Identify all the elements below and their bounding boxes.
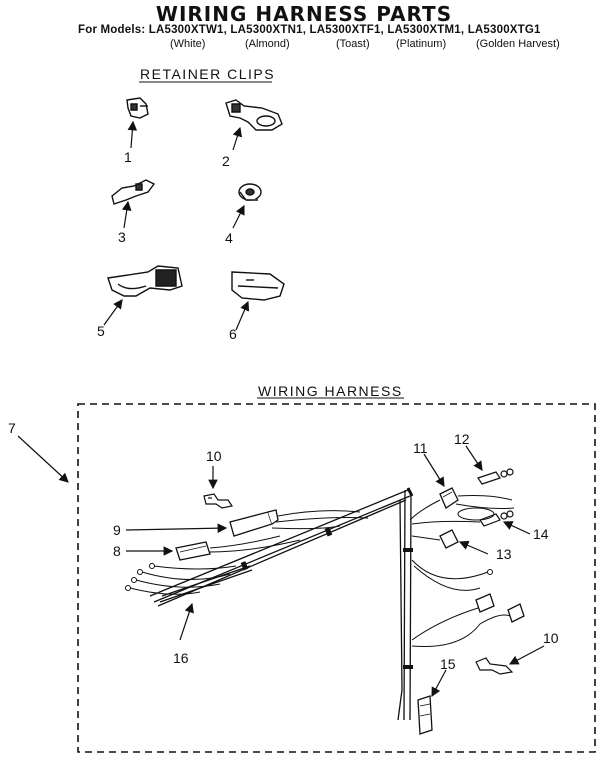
terminal-14 (479, 510, 514, 527)
leader-9 (125, 523, 228, 533)
terminal-14-wires (411, 507, 495, 525)
callout-8: 8 (113, 543, 121, 559)
models-line: For Models: LA5300XTW1, LA5300XTN1, LA53… (78, 24, 541, 36)
terminal-10-lower (475, 657, 514, 675)
retainer-clip-5 (107, 265, 183, 297)
cable-ties (240, 527, 413, 669)
retainer-clip-6 (231, 271, 285, 301)
callout-6: 6 (229, 326, 237, 342)
retainer-clip-4 (238, 183, 262, 201)
callout-16: 16 (173, 650, 189, 666)
connector-11-wires (409, 495, 515, 521)
connector-9 (229, 509, 279, 537)
callout-12: 12 (454, 431, 470, 447)
leader-clip-2 (232, 126, 243, 151)
leader-clip-6 (235, 300, 250, 331)
terminal-12 (477, 468, 514, 485)
connector-8-wires (209, 535, 301, 553)
callout-9: 9 (113, 522, 121, 538)
connector-9-wires (271, 510, 369, 530)
terminal-10-upper (203, 493, 233, 509)
callout-11: 11 (413, 440, 428, 456)
callout-1: 1 (124, 149, 132, 165)
callout-10-lower: 10 (543, 630, 559, 646)
harness-frame (77, 403, 596, 753)
callout-2: 2 (222, 153, 230, 169)
leader-14 (502, 521, 531, 535)
leader-clip-1 (127, 120, 138, 149)
harness-trunk (149, 487, 414, 721)
connector-right-lower (475, 593, 525, 623)
leader-11 (423, 453, 445, 488)
leader-12 (465, 445, 483, 471)
color-label-toast: (Toast) (336, 38, 370, 50)
callout-15: 15 (440, 656, 456, 672)
connector-13 (439, 529, 459, 549)
retainer-clip-1 (126, 97, 149, 119)
connector-15 (417, 695, 433, 735)
connector-11 (439, 487, 459, 509)
leader-clip-4 (232, 204, 245, 229)
connector-8 (175, 541, 211, 561)
callout-5: 5 (97, 323, 105, 339)
color-label-golden-harvest: (Golden Harvest) (476, 38, 560, 50)
leader-13 (458, 540, 489, 555)
page-title: WIRING HARNESS PARTS (155, 2, 453, 26)
callout-14: 14 (533, 526, 549, 542)
leader-10-lower (508, 645, 545, 665)
right-lower-wires (411, 607, 511, 648)
retainer-clips-heading: RETAINER CLIPS (140, 66, 276, 82)
leader-clip-3 (121, 200, 132, 229)
retainer-clip-3 (111, 179, 156, 205)
callout-7: 7 (8, 420, 16, 436)
leader-16 (179, 602, 194, 641)
color-label-almond: (Almond) (245, 38, 290, 50)
leader-15 (431, 669, 447, 698)
connector-13-wires (411, 535, 493, 591)
wiring-harness-heading: WIRING HARNESS (258, 383, 403, 399)
callout-3: 3 (118, 229, 126, 245)
color-label-platinum: (Platinum) (396, 38, 447, 50)
callout-4: 4 (225, 230, 233, 246)
callout-10-upper: 10 (206, 448, 222, 464)
wire-16 (159, 565, 253, 603)
leader-7 (17, 435, 69, 483)
callout-13: 13 (496, 546, 512, 562)
retainer-clip-2 (225, 99, 283, 131)
color-labels: (White) (Almond) (Toast) (Platinum) (Gol… (0, 38, 608, 52)
color-label-white: (White) (170, 38, 206, 50)
leader-clip-5 (103, 299, 123, 326)
